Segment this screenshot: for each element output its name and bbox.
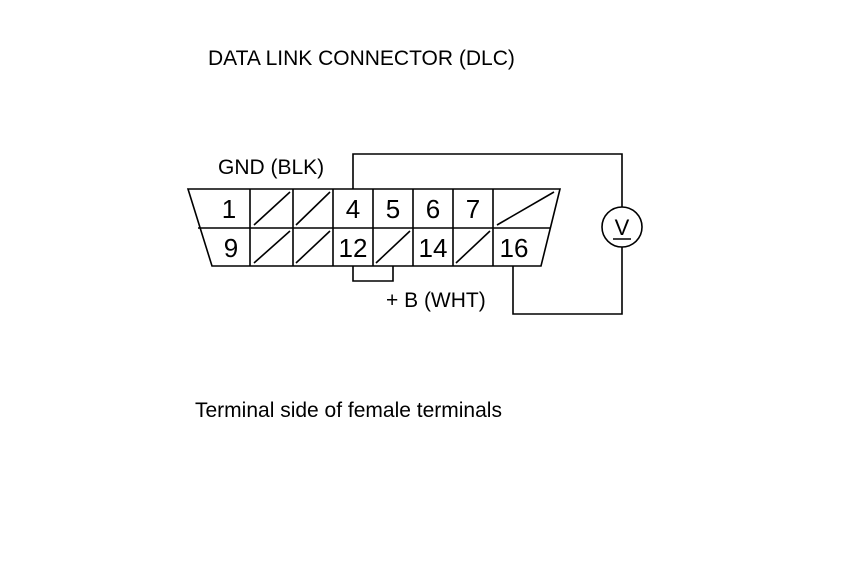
empty-cavity-mark <box>375 230 411 264</box>
empty-cavity-mark <box>455 230 491 264</box>
voltmeter-symbol: V <box>615 215 630 240</box>
voltmeter-icon: V <box>601 206 643 248</box>
empty-cavity-mark <box>295 191 331 226</box>
plus-b-wire <box>512 247 623 315</box>
dlc-connector: 1 4 5 6 7 9 12 14 16 <box>186 188 562 267</box>
empty-cavity-mark <box>253 230 291 264</box>
plus-b-label: + B (WHT) <box>386 289 486 312</box>
empty-cavity-mark <box>496 191 555 226</box>
pin-label: 9 <box>224 233 238 263</box>
connector-housing <box>186 188 562 267</box>
caption: Terminal side of female terminals <box>195 399 502 422</box>
empty-cavity-mark <box>295 230 331 264</box>
pin-label: 16 <box>500 233 529 263</box>
pin-label: 4 <box>346 194 360 224</box>
diagram-title: DATA LINK CONNECTOR (DLC) <box>208 47 515 70</box>
pin-label: 14 <box>419 233 448 263</box>
gnd-wire <box>352 153 623 207</box>
gnd-label: GND (BLK) <box>218 156 324 179</box>
empty-cavity-mark <box>253 191 291 226</box>
pin-label: 5 <box>386 194 400 224</box>
pin-label: 1 <box>222 194 236 224</box>
pin-label: 6 <box>426 194 440 224</box>
pin-label: 7 <box>466 194 480 224</box>
pin-label: 12 <box>339 233 368 263</box>
jumper-wire <box>352 266 394 282</box>
